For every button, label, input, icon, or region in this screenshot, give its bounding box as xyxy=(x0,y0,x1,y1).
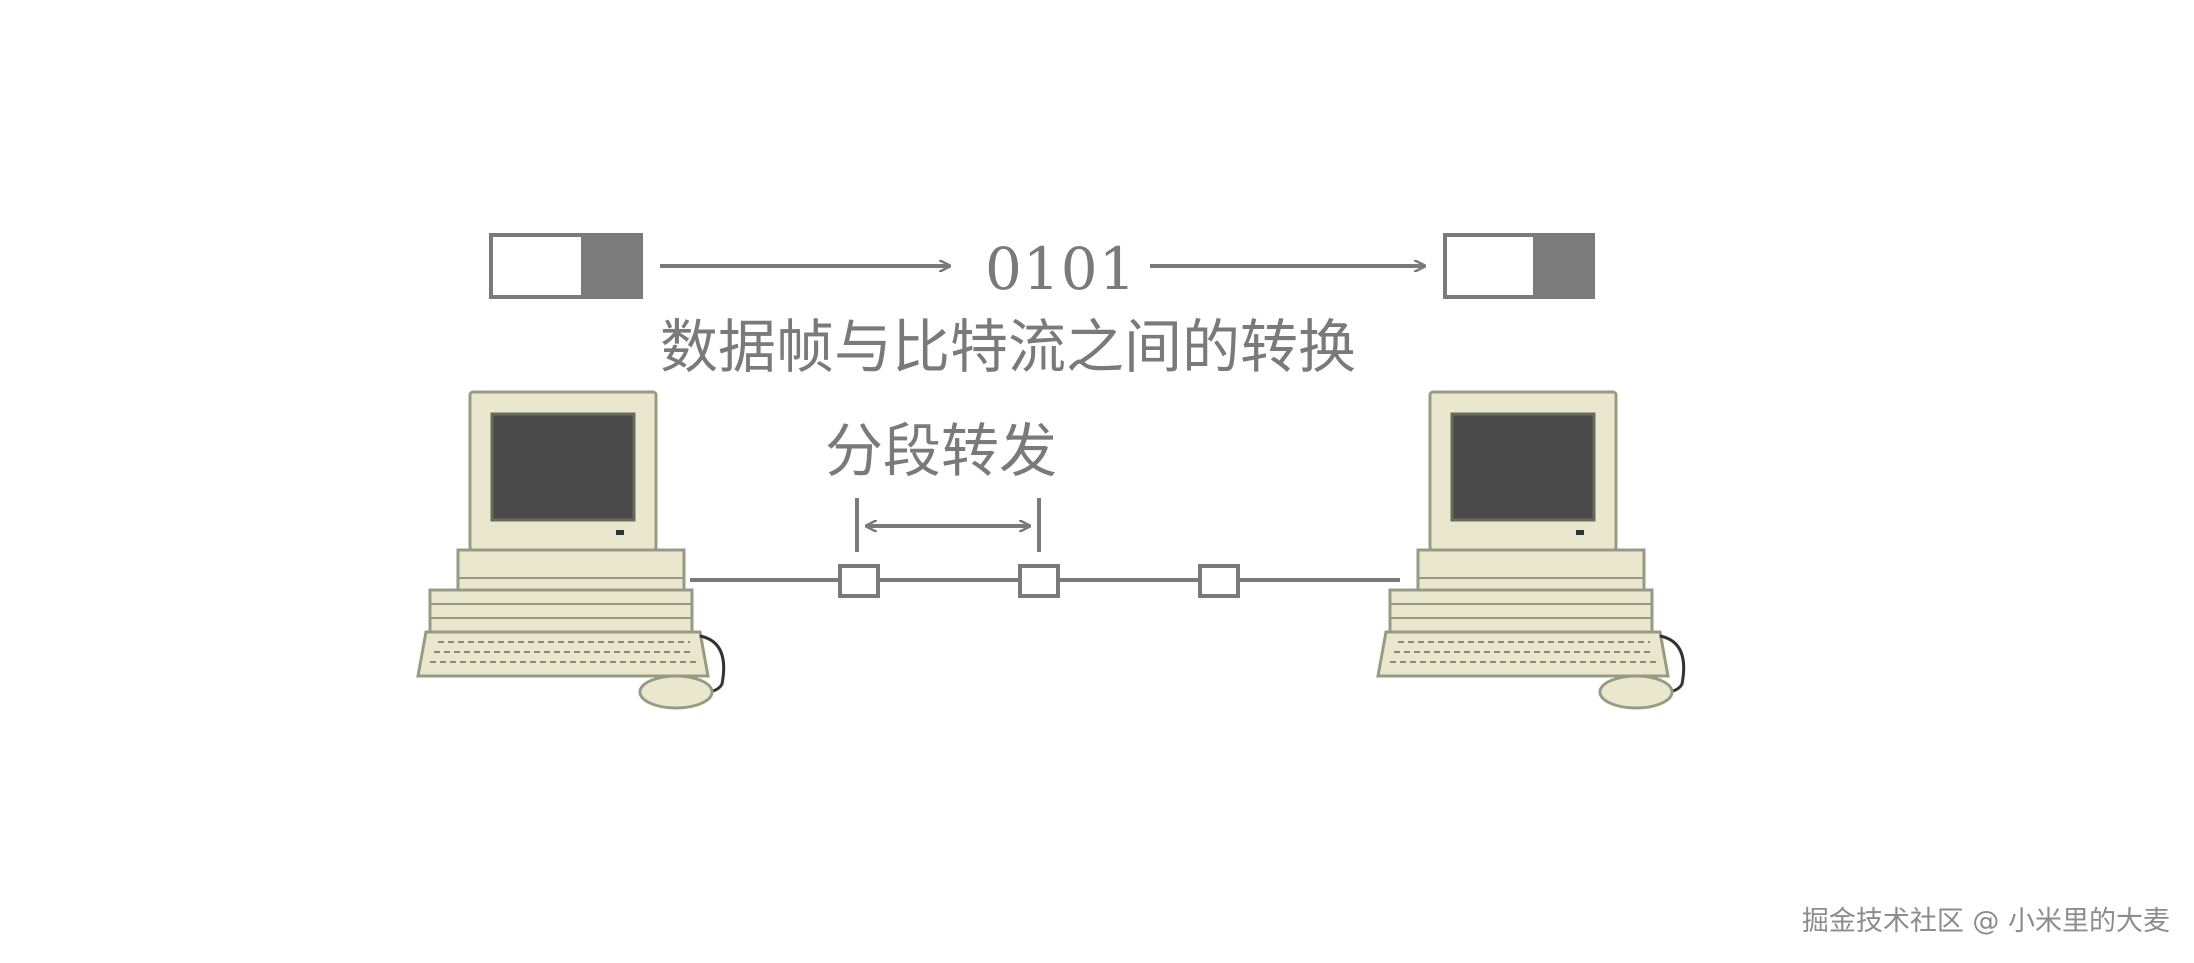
destination-data-frame xyxy=(1443,233,1595,299)
bit-stream-label: 0101 xyxy=(985,235,1137,303)
conversion-caption: 数据帧与比特流之间的转换 xyxy=(660,313,1357,381)
relay-node xyxy=(1018,564,1060,598)
relay-node xyxy=(838,564,880,598)
destination-computer xyxy=(1376,390,1686,710)
segment-span-arrow xyxy=(855,498,1041,552)
watermark: 掘金技术社区 @ 小米里的大麦 xyxy=(1801,906,2170,937)
relay-node xyxy=(1198,564,1240,598)
source-computer xyxy=(416,390,726,710)
segment-forward-label: 分段转发 xyxy=(825,417,1058,485)
source-data-frame xyxy=(489,233,643,299)
